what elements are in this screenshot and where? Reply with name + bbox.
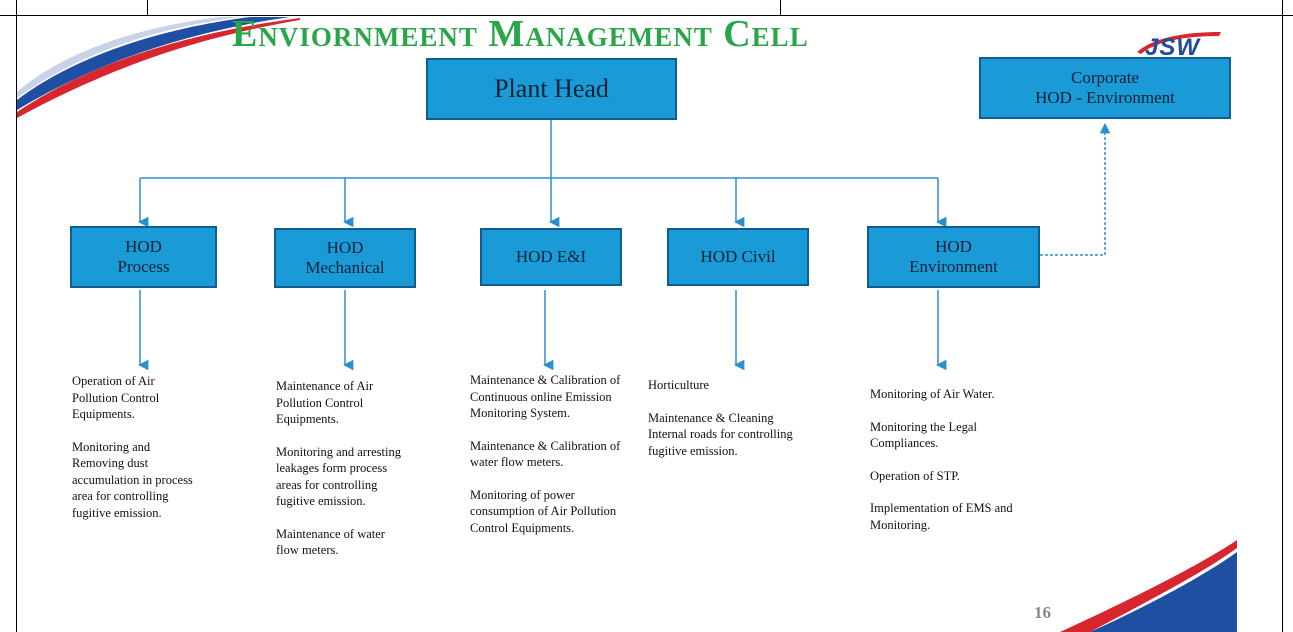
bottom-right-swoosh xyxy=(1060,540,1237,632)
list-item: Maintenance of Air Pollution Control Equ… xyxy=(276,379,374,426)
duties-process: Operation of Air Pollution Control Equip… xyxy=(72,373,202,537)
duties-ei: Maintenance & Calibration of Continuous … xyxy=(470,372,630,552)
list-item: Horticulture xyxy=(648,378,710,392)
page-number: 16 xyxy=(1034,603,1051,622)
hod-process-box: HOD Process xyxy=(70,226,217,288)
frame-divider xyxy=(780,0,781,16)
frame-divider xyxy=(147,0,148,16)
list-item: Maintenance & Calibration of water flow … xyxy=(470,438,621,470)
hod-environment-line2: Environment xyxy=(909,257,998,276)
list-item: Monitoring and arresting leakages form p… xyxy=(276,444,401,509)
hod-mechanical-line2: Mechanical xyxy=(305,258,385,277)
logo-text: JSW xyxy=(1145,34,1201,61)
hod-ei-line1: HOD E&I xyxy=(515,247,587,267)
hod-civil-box: HOD Civil xyxy=(667,228,809,286)
list-item: Monitoring the Legal Compliances. xyxy=(870,419,977,451)
hod-mechanical-line1: HOD xyxy=(326,238,364,258)
duties-civil: Horticulture Maintenance & Cleaning Inte… xyxy=(648,377,808,475)
list-item: Operation of STP. xyxy=(870,468,960,483)
list-item: Monitoring of Air Water. xyxy=(870,387,995,401)
corporate-hod-box: Corporate HOD - Environment xyxy=(979,57,1231,119)
hod-civil-line1: HOD Civil xyxy=(700,247,776,267)
hod-process-line2: Process xyxy=(117,257,170,276)
list-item: Maintenance of water flow meters. xyxy=(276,526,385,558)
plant-head-box: Plant Head xyxy=(426,58,677,120)
hod-environment-line1: HOD xyxy=(935,237,972,257)
list-item: Monitoring of power consumption of Air P… xyxy=(470,487,617,535)
hod-process-line1: HOD xyxy=(125,237,162,257)
plant-head-label: Plant Head xyxy=(494,74,609,104)
list-item: Maintenance & Calibration of Continuous … xyxy=(470,373,621,420)
list-item: Operation of Air Pollution Control Equip… xyxy=(72,374,160,421)
jsw-logo: JSW xyxy=(1133,28,1225,61)
list-item: Maintenance & Cleaning Internal roads fo… xyxy=(648,410,793,458)
duties-environment: Monitoring of Air Water. Monitoring the … xyxy=(870,386,1030,549)
hod-mechanical-box: HOD Mechanical xyxy=(274,228,416,288)
page-title: Enviornmeent Management Cell xyxy=(232,13,809,55)
corporate-line1: Corporate xyxy=(1071,68,1139,88)
hod-environment-box: HOD Environment xyxy=(867,226,1040,288)
list-item: Monitoring and Removing dust accumulatio… xyxy=(72,439,193,520)
list-item: Implementation of EMS and Monitoring. xyxy=(870,501,1013,532)
hod-ei-box: HOD E&I xyxy=(480,228,622,286)
frame-right-border xyxy=(1282,0,1283,632)
duties-mechanical: Maintenance of Air Pollution Control Equ… xyxy=(276,378,401,575)
frame-top-border xyxy=(0,0,1293,16)
frame-left-border xyxy=(16,0,17,632)
corporate-line2: HOD - Environment xyxy=(1035,88,1175,107)
